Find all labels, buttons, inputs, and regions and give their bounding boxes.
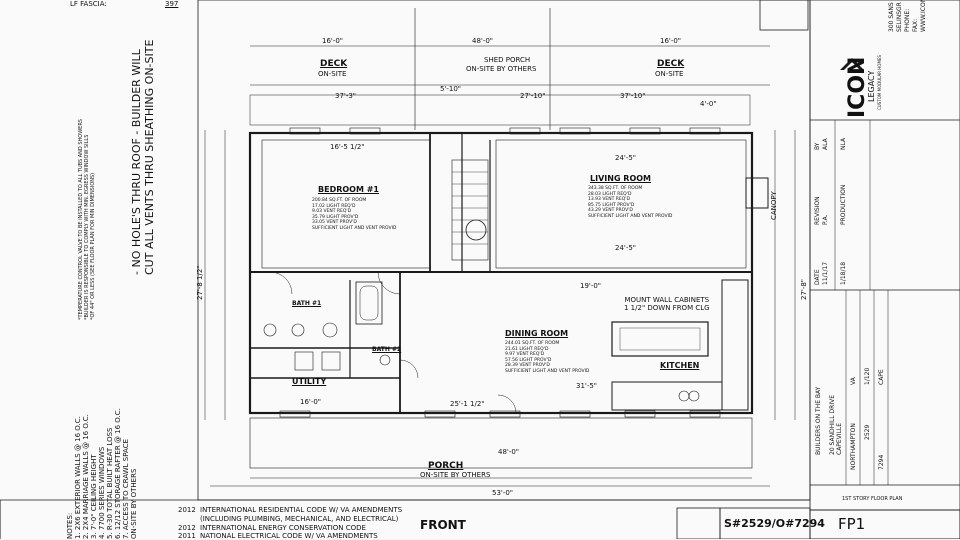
bottom-porch-title: PORCH xyxy=(428,461,464,471)
bath1-label: BATH #1 xyxy=(292,300,322,307)
dim-12: 4'-0" xyxy=(700,100,717,108)
code-2-text: (INCLUDING PLUMBING, MECHANICAL, AND ELE… xyxy=(200,515,399,523)
dim-8: 37'-10" xyxy=(620,92,646,100)
dining-room-notes: 244.01 SQ.FT. OF ROOM 21.61 LIGHT REQ'D … xyxy=(505,341,590,374)
front-label: FRONT xyxy=(420,518,466,532)
rev-row2-revision: PRODUCTION xyxy=(840,184,847,225)
project-plan-no: 2529 xyxy=(864,424,871,440)
shed-porch-title: SHED PORCH xyxy=(484,56,531,64)
code-4-text: NATIONAL ELECTRICAL CODE W/ VA AMENDMENT… xyxy=(200,532,378,540)
deck-left-dim: 16'-0" xyxy=(322,37,344,45)
rev-row1-date: 11/1/17 xyxy=(822,261,829,285)
note-3: 3. 7'-0" CEILING HEIGHT xyxy=(90,454,98,539)
project-state: VA xyxy=(850,377,857,385)
note-2: 2. 2X4 MARRIAGE WALLS @ 16 O.C. xyxy=(82,414,90,539)
dim-2: 24'-5" xyxy=(615,154,637,162)
deck-left-title: DECK xyxy=(320,59,348,69)
rev-row2-date: 1/18/18 xyxy=(840,261,847,285)
company-tag: CUSTOM MODULAR HOMES xyxy=(877,55,882,110)
icon-logo-mark xyxy=(840,58,864,70)
deck-right-title: DECK xyxy=(657,59,685,69)
company-address-5: WWW.ICON xyxy=(920,0,927,32)
project-scale: 1/120 xyxy=(864,367,871,385)
project-dealer: BUILDERS ON THE BAY xyxy=(815,386,822,455)
note-6: 6. 12/12 STORAGE RAFTER @ 16 O.C. xyxy=(114,408,122,539)
sheet-title: 1ST STORY FLOOR PLAN xyxy=(842,496,903,502)
wall-cabinet-note: MOUNT WALL CABINETS 1 1/2" DOWN FROM CLG xyxy=(624,296,710,312)
code-3-year: 2012 xyxy=(178,524,196,532)
rev-row1-revision: P.A. xyxy=(822,214,829,226)
dim-4: 16'-0" xyxy=(300,398,322,406)
living-room-label: LIVING ROOM xyxy=(590,174,652,183)
deck-right-dim: 16'-0" xyxy=(660,37,682,45)
dim-7: 25'-1 1/2" xyxy=(450,400,485,408)
company-address-2: SELINSGR xyxy=(896,2,903,32)
note-4: 4. 7700 SERIES WINDOWS xyxy=(98,446,106,539)
rev-header-by: BY xyxy=(814,142,821,150)
code-3-text: INTERNATIONAL ENERGY CONSERVATION CODE xyxy=(200,524,366,532)
rev-header-revision: REVISION xyxy=(814,196,821,225)
dim-11: 5'-10" xyxy=(440,85,462,93)
canopy-label: CANOPY xyxy=(770,191,778,220)
dim-5: 19'-0" xyxy=(580,282,602,290)
note-7: 7. ACCESS TO CRAWL SPACE xyxy=(122,438,130,539)
dim-9: 37'-3" xyxy=(335,92,357,100)
deck-left-subtitle: ON-SITE xyxy=(318,70,347,78)
top-porch-dim: 48'-0" xyxy=(472,37,494,45)
code-1-year: 2012 xyxy=(178,506,196,514)
rev-row1-by: ALA xyxy=(822,138,829,150)
dining-room-label: DINING ROOM xyxy=(505,329,569,338)
project-address: 20 SANDHILL DRIVE xyxy=(829,394,836,455)
project-county: NORTHAMPTON xyxy=(850,423,857,470)
vent-note: - NO HOLE'S THRU ROOF - BUILDER WILL CUT… xyxy=(130,39,156,275)
dim-6: 31'-5" xyxy=(576,382,598,390)
dim-1: 16'-5 1/2" xyxy=(330,143,365,151)
rev-header-date: DATE xyxy=(814,269,821,285)
company-address-1: 300 SANS xyxy=(888,2,895,32)
temperature-note: *TEMPERATURE CONTROL VALVE TO BE INSTALL… xyxy=(78,119,96,320)
living-room-notes: 343.38 SQ.FT. OF ROOM 28.03 LIGHT REQ'D … xyxy=(588,186,673,219)
note-5: 5. R-30 TOTAL BUILT HEAT LOSS xyxy=(106,427,114,539)
code-4-year: 2011 xyxy=(178,532,196,540)
code-1-text: INTERNATIONAL RESIDENTIAL CODE W/ VA AME… xyxy=(200,506,403,514)
sheet-id: FP1 xyxy=(838,515,866,533)
lf-fascia-value: 397 xyxy=(165,0,179,8)
bedroom-notes: 200.84 SQ.FT. OF ROOM 17.02 LIGHT REQ'D … xyxy=(312,198,397,231)
right-side-dim: 27'-8" xyxy=(800,278,808,300)
bottom-porch-dim: 48'-0" xyxy=(498,448,520,456)
utility-label: UTILITY xyxy=(292,377,327,386)
company-sub: LEGACY xyxy=(867,70,876,102)
left-side-dim: 27'-8 1/2" xyxy=(196,265,204,300)
shed-porch-subtitle: ON-SITE BY OTHERS xyxy=(466,65,537,73)
lf-fascia-label: LF FASCIA: xyxy=(70,0,107,8)
kitchen-label: KITCHEN xyxy=(660,361,700,370)
note-8: ON-SITE BY OTHERS xyxy=(130,468,138,539)
bedroom-label: BEDROOM #1 xyxy=(318,185,379,194)
project-order: 7294 xyxy=(878,454,885,470)
serial-number: S#2529/O#7294 xyxy=(724,517,825,530)
notes-title: NOTES: xyxy=(66,512,74,539)
dim-3: 24'-5" xyxy=(615,244,637,252)
project-city: CAPEVILLE xyxy=(836,422,843,455)
overall-dim: 53'-0" xyxy=(492,489,514,497)
deck-right-subtitle: ON-SITE xyxy=(655,70,684,78)
dim-10: 27'-10" xyxy=(520,92,546,100)
bath2-label: BATH #2 xyxy=(372,346,402,353)
project-model: CAPE xyxy=(878,369,885,385)
note-1: 1. 2X6 EXTERIOR WALLS @ 16 O.C. xyxy=(74,416,82,539)
company-address-4: FAX: xyxy=(912,18,919,32)
bottom-porch-subtitle: ON-SITE BY OTHERS xyxy=(420,471,491,479)
rev-row2-by: NLA xyxy=(840,137,847,150)
company-address-3: PHONE: xyxy=(904,8,911,32)
